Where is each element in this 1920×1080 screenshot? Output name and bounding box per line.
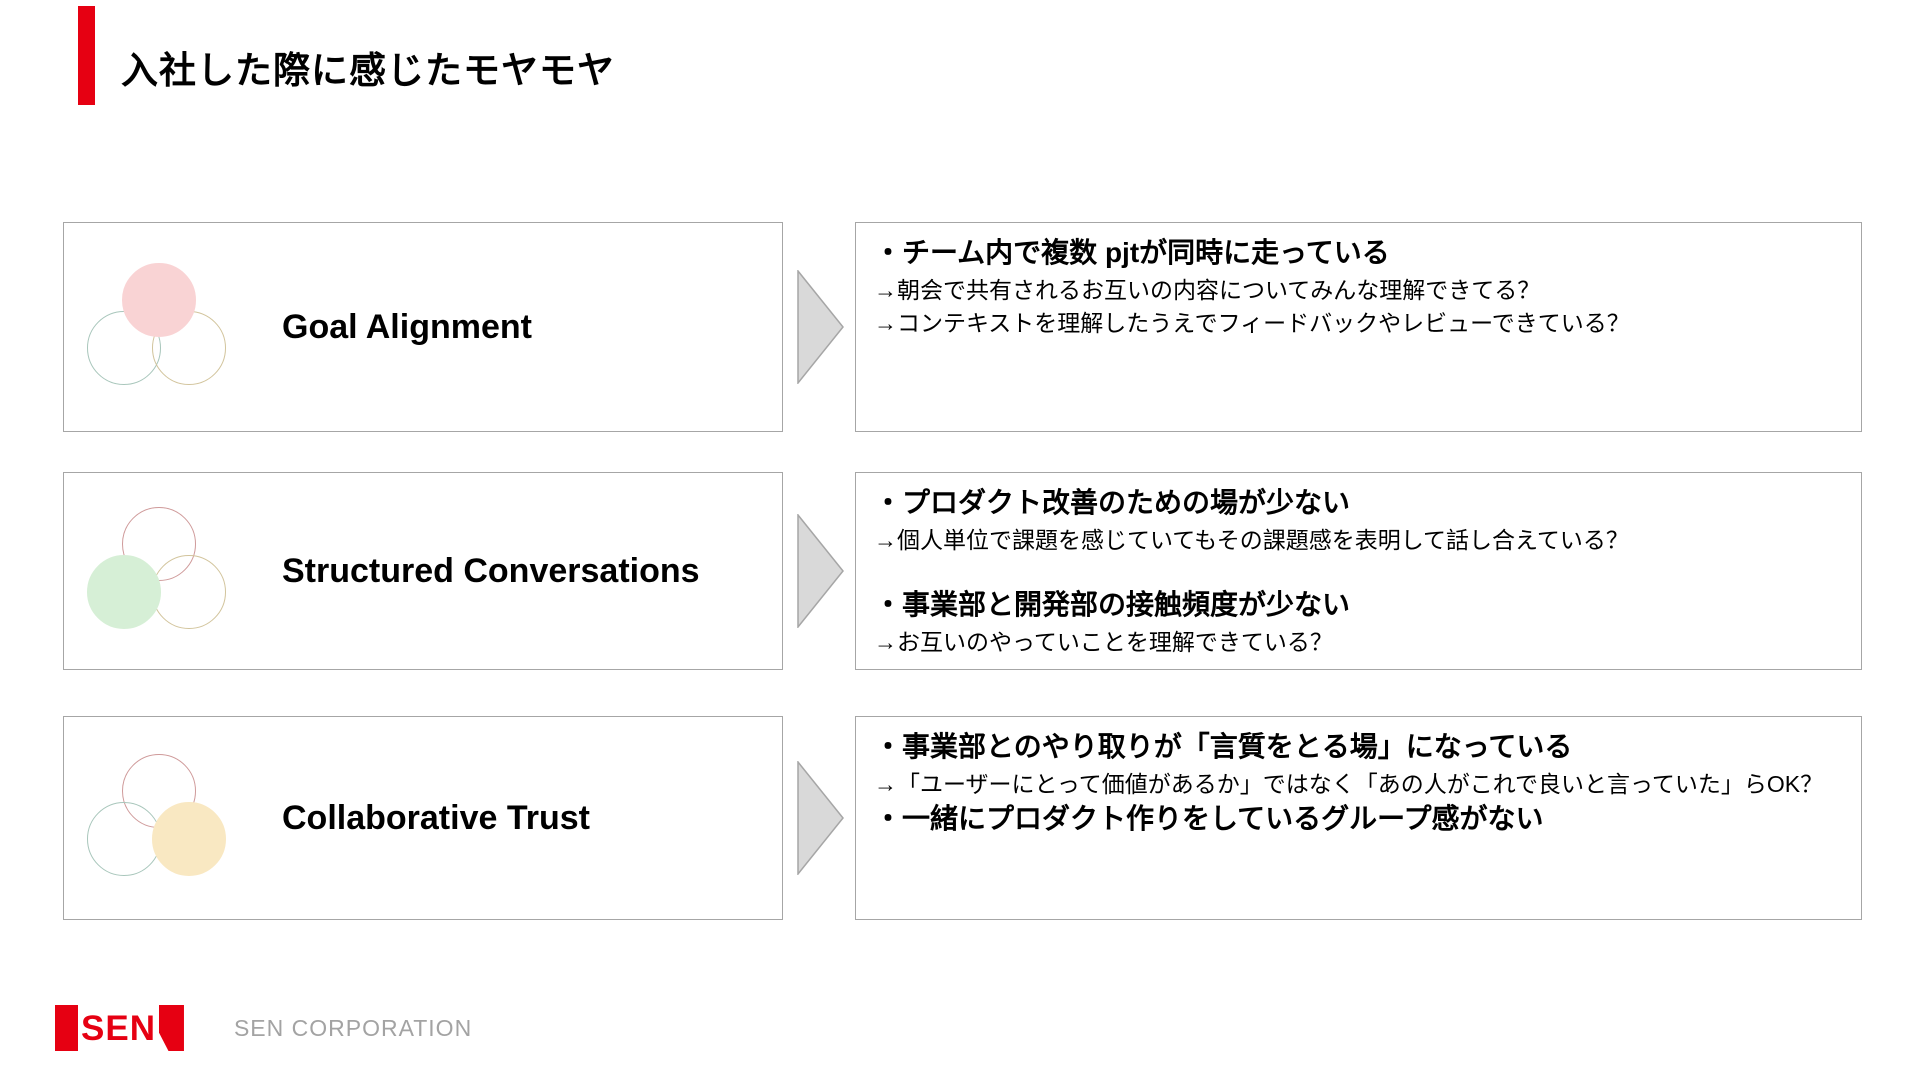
company-name: SEN CORPORATION [233, 1014, 473, 1041]
venn-circles-icon [84, 507, 234, 635]
venn-circle-top [122, 263, 196, 337]
point-detail: →朝会で共有されるお互いの内容についてみんな理解できてる？ [874, 277, 1541, 304]
venn-circle-bottom-left [87, 555, 161, 629]
logo-red-block-icon [158, 1005, 184, 1051]
point-heading: ・事業部とのやり取りが「言質をとる場」になっている [874, 731, 1573, 762]
point-heading: ・チーム内で複数 pjtが同時に走っている [874, 237, 1390, 268]
arrow-right-icon [797, 270, 844, 384]
point-heading: ・一緒にプロダクト作りをしているグループ感がない [874, 803, 1544, 835]
point-detail: →個人単位で課題を感じていてもその課題感を表明して話し合えている？ [874, 527, 1629, 554]
sen-logo: SEN [55, 1004, 184, 1052]
point-detail: →お互いのやっていことを理解できている？ [874, 629, 1333, 656]
category-card-structured-conversations: Structured Conversations [63, 472, 783, 670]
point-detail: →「ユーザーにとって価値があるか」ではなく「あの人がこれで良いと言っていた」らO… [874, 771, 1824, 798]
detail-card: ・チーム内で複数 pjtが同時に走っている →朝会で共有されるお互いの内容につい… [855, 222, 1862, 432]
logo-text: SEN [81, 1008, 156, 1048]
venn-circles-icon [84, 754, 234, 882]
point-heading: ・事業部と開発部の接触頻度が少ない [874, 589, 1351, 621]
venn-circle-bottom-left [87, 802, 161, 876]
logo-red-block-icon [55, 1005, 78, 1051]
venn-circle-bottom-right [152, 555, 226, 629]
category-card-collaborative-trust: Collaborative Trust [63, 716, 783, 920]
category-label: Collaborative Trust [282, 798, 590, 837]
category-label: Structured Conversations [282, 551, 700, 590]
footer: SEN SEN CORPORATION [55, 1004, 472, 1052]
arrow-right-icon [797, 761, 844, 875]
row-collaborative-trust: Collaborative Trust ・事業部とのやり取りが「言質をとる場」に… [0, 716, 1920, 920]
arrow-right-icon [797, 514, 844, 628]
detail-card: ・プロダクト改善のための場が少ない →個人単位で課題を感じていてもその課題感を表… [855, 472, 1862, 670]
title-accent-bar [78, 6, 95, 105]
detail-card: ・事業部とのやり取りが「言質をとる場」になっている →「ユーザーにとって価値があ… [855, 716, 1862, 920]
page-title: 入社した際に感じたモヤモヤ [121, 50, 615, 91]
row-structured-conversations: Structured Conversations ・プロダクト改善のための場が少… [0, 472, 1920, 670]
point-heading: ・プロダクト改善のための場が少ない [874, 487, 1351, 518]
venn-circles-icon [84, 263, 234, 391]
row-goal-alignment: Goal Alignment ・チーム内で複数 pjtが同時に走っている →朝会… [0, 222, 1920, 432]
point-detail: →コンテキストを理解したうえでフィードバックやレビューできている？ [874, 310, 1630, 337]
venn-circle-bottom-right [152, 802, 226, 876]
category-label: Goal Alignment [282, 307, 532, 346]
category-card-goal-alignment: Goal Alignment [63, 222, 783, 432]
